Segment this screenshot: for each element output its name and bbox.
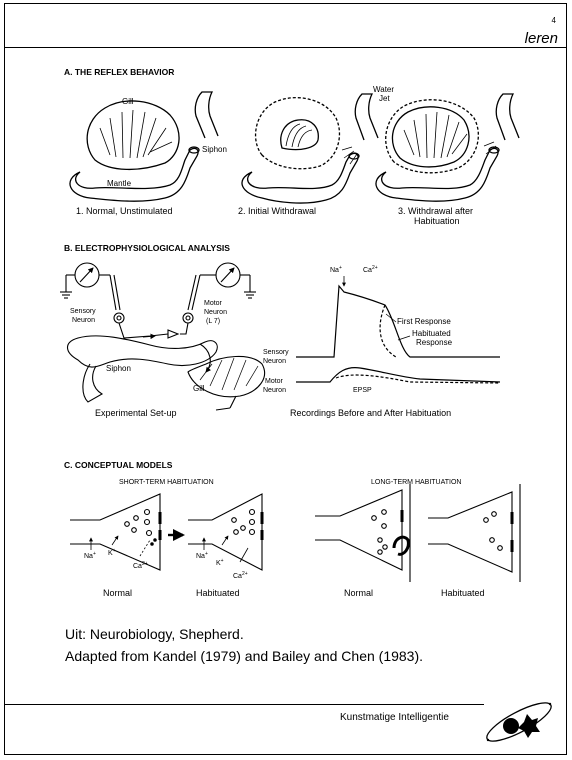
label-habituated: Habituated xyxy=(412,329,451,338)
model-long-term-habituated xyxy=(428,484,520,582)
ion-k-habituated: K+ xyxy=(216,558,224,567)
caption-withdrawal-after: 3. Withdrawal after xyxy=(398,206,473,216)
ion-na-habituated: Na+ xyxy=(196,551,208,560)
label-trace-sensory: Sensory xyxy=(263,349,289,356)
logo-icon xyxy=(480,696,558,748)
label-siphon: Siphon xyxy=(202,145,227,154)
label-trace-motor-neuron: Neuron xyxy=(263,387,286,394)
section-c-heading: C. CONCEPTUAL MODELS xyxy=(64,460,173,470)
ion-ca-habituated: Ca2+ xyxy=(233,571,248,580)
reflex-panel-initial-withdrawal xyxy=(242,94,378,203)
footer-rule xyxy=(4,704,484,705)
label-response: Response xyxy=(416,338,453,347)
label-motor: Motor xyxy=(204,300,223,307)
caption-recordings: Recordings Before and After Habituation xyxy=(290,408,451,418)
caption-st-habituated: Habituated xyxy=(196,588,240,598)
caption-lt-normal: Normal xyxy=(344,588,373,598)
label-mantle: Mantle xyxy=(107,179,132,188)
ion-na-normal: Na+ xyxy=(84,551,96,560)
label-trace-motor: Motor xyxy=(265,378,284,385)
label-trace-sensory-neuron: Neuron xyxy=(263,358,286,365)
caption-initial-withdrawal: 2. Initial Withdrawal xyxy=(238,206,316,216)
label-water: Water xyxy=(373,85,394,94)
caption-habituation: Habituation xyxy=(414,216,460,226)
credit-source: Uit: Neurobiology, Shepherd. xyxy=(65,624,244,644)
model-long-term-normal xyxy=(315,484,410,582)
label-short-term: SHORT-TERM HABITUATION xyxy=(119,479,214,486)
label-epsp: EPSP xyxy=(353,387,372,394)
recordings-traces xyxy=(296,276,500,383)
label-motor-neuron: Neuron xyxy=(204,309,227,316)
label-na: Na+ xyxy=(330,265,342,274)
figure: A. THE REFLEX BEHAVIOR Gill Siphon Mantl… xyxy=(0,0,572,620)
label-first-response: First Response xyxy=(397,317,451,326)
label-ca: Ca2+ xyxy=(363,265,378,274)
ion-k-normal: K+ xyxy=(108,548,116,557)
section-a-heading: A. THE REFLEX BEHAVIOR xyxy=(64,67,174,77)
label-gill: Gill xyxy=(122,97,134,106)
label-motor-l7: (L 7) xyxy=(206,318,220,325)
caption-st-normal: Normal xyxy=(103,588,132,598)
reflex-panel-normal xyxy=(70,92,218,201)
label-sensory-neuron: Neuron xyxy=(72,317,95,324)
footer-text: Kunstmatige Intelligentie xyxy=(340,712,449,723)
reflex-panel-habituated xyxy=(376,94,519,201)
caption-normal-unstimulated: 1. Normal, Unstimulated xyxy=(76,206,173,216)
label-sensory: Sensory xyxy=(70,308,96,315)
credit-adapted: Adapted from Kandel (1979) and Bailey an… xyxy=(65,646,423,666)
section-b-heading: B. ELECTROPHYSIOLOGICAL ANALYSIS xyxy=(64,243,230,253)
label-setup-gill: Gill xyxy=(193,384,205,393)
label-jet: Jet xyxy=(379,94,390,103)
label-setup-siphon: Siphon xyxy=(106,364,131,373)
experimental-setup-drawing xyxy=(60,263,265,410)
caption-lt-habituated: Habituated xyxy=(441,588,485,598)
ion-ca-normal: Ca2+ xyxy=(133,561,148,570)
caption-experimental-setup: Experimental Set-up xyxy=(95,408,177,418)
label-long-term: LONG-TERM HABITUATION xyxy=(371,479,461,486)
